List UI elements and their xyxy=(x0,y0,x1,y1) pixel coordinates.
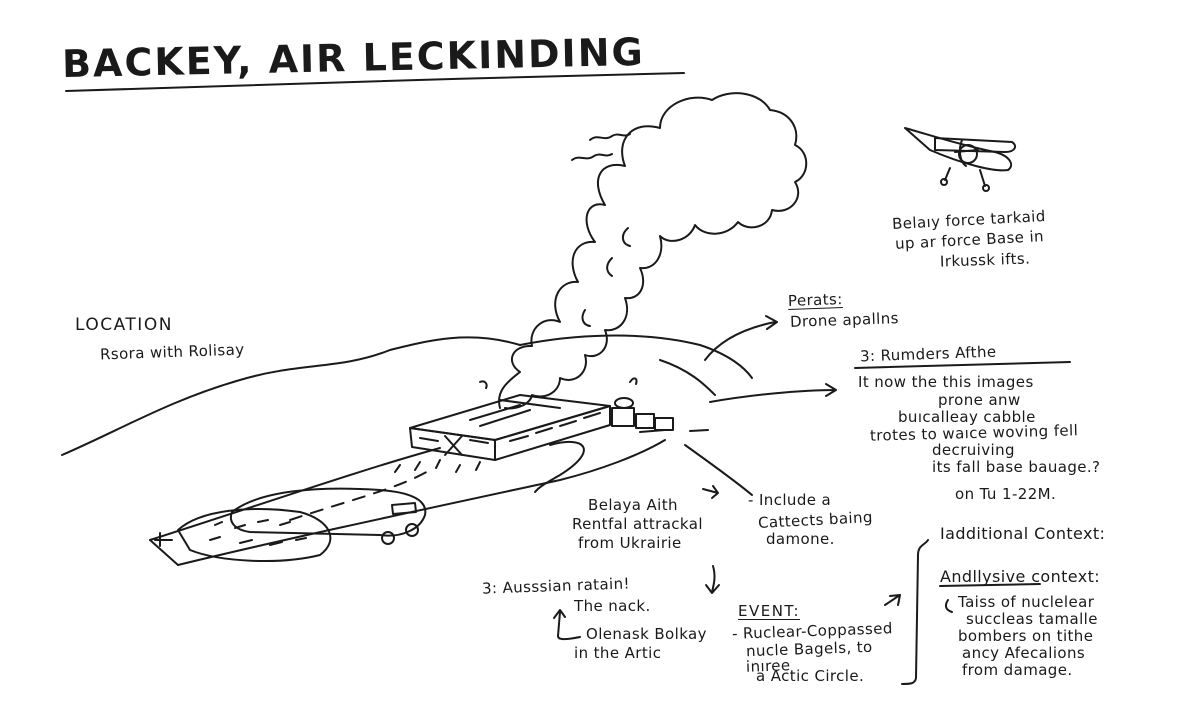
hill-far-right xyxy=(659,359,716,396)
runway-end-edge xyxy=(149,539,179,566)
arrow-down xyxy=(705,565,720,594)
include-line-3: damone. xyxy=(766,530,835,548)
aircraft-wheel-1 xyxy=(381,531,395,545)
aircraft-wreck-marks xyxy=(209,519,307,546)
debris-marks xyxy=(479,377,638,389)
additional-line-4: ancy Afecalions xyxy=(962,644,1086,662)
rumders-line-1: It now the this images xyxy=(858,373,1034,391)
plane-nose xyxy=(958,144,978,164)
hook-additional xyxy=(944,599,953,613)
hangar-front-detail xyxy=(419,435,489,456)
rumders-line-3: buıcalleay cabble xyxy=(898,408,1036,426)
plane-wheel-1 xyxy=(940,178,948,186)
title-underline xyxy=(65,72,685,92)
curve-belaya xyxy=(534,440,585,493)
additional-line-5: from damage. xyxy=(962,661,1073,679)
truck-2 xyxy=(635,413,655,429)
additional-line-3: bombers on tithe xyxy=(958,627,1094,645)
hangar-roof-hatch xyxy=(469,399,561,427)
runway-marks xyxy=(394,459,481,473)
belaya-line-3: from Ukrairie xyxy=(578,534,682,552)
russian-line-3: in the Artic xyxy=(574,644,662,662)
event-line-4: a Actic Circle. xyxy=(756,667,865,685)
additional-line-2: succleas tamalle xyxy=(966,610,1098,628)
runway-bottom-edge xyxy=(177,439,666,566)
plane-fuselage xyxy=(904,127,1013,172)
aircraft-cockpit xyxy=(391,502,417,515)
arrow-to-rumders xyxy=(709,383,837,403)
truck-1 xyxy=(611,407,635,427)
belaya-line-2: Rentfal attrackal xyxy=(572,515,703,533)
vehicle-3 xyxy=(654,417,674,431)
plane-wheel-2 xyxy=(982,184,990,192)
bracket-additional xyxy=(901,539,929,685)
tank xyxy=(614,397,634,409)
additional-subheading: Andllysive context: xyxy=(940,568,1100,585)
smoke-inner-1 xyxy=(581,227,631,327)
andllysive-underline xyxy=(939,583,1041,587)
aircraft-wing xyxy=(177,508,332,563)
rumders-line-6: its fall base bauage.? xyxy=(932,458,1101,476)
russian-line-2: Olenask Bolkay xyxy=(586,625,707,643)
arrow-belaya xyxy=(702,485,719,499)
runway-top-edge xyxy=(149,447,441,541)
event-heading: EVENT: xyxy=(738,602,801,620)
belaya-line-1: Belaya Aith xyxy=(588,496,678,514)
line-include xyxy=(684,444,753,496)
context-word: context: xyxy=(1025,567,1101,586)
rumders-date: on Tu 1-22M. xyxy=(955,485,1057,503)
hill-right xyxy=(519,334,753,379)
hangar-side xyxy=(494,405,611,461)
plane-gear xyxy=(944,167,986,187)
smoke-plume xyxy=(498,92,808,410)
additional-heading: Iadditional Context: xyxy=(940,524,1106,543)
hook-russian xyxy=(553,609,581,641)
hill-left xyxy=(61,336,521,456)
ground-lines xyxy=(639,429,709,433)
aircraft-tail-mark xyxy=(154,532,173,547)
location-heading: LOCATION xyxy=(75,315,173,335)
parts-heading: Perats: xyxy=(787,290,843,310)
hangar-side-windows xyxy=(509,412,601,442)
birds xyxy=(571,133,631,161)
runway-center-dashes xyxy=(289,469,431,521)
arrow-to-parts xyxy=(704,315,778,361)
aircraft-wheel-2 xyxy=(405,523,419,537)
rumders-line-5: decruiving xyxy=(932,441,1015,459)
plane-caption-line-3: Irkussk ifts. xyxy=(939,249,1031,271)
russian-line-1: The nack. xyxy=(574,597,651,615)
plane-wing xyxy=(934,137,1017,153)
rumders-underline xyxy=(854,361,1071,369)
include-line-1: - Include a xyxy=(748,491,832,509)
additional-line-1: Taiss of nuclelear xyxy=(958,593,1095,611)
arrow-event xyxy=(884,594,901,606)
andllysive-word: Andllysive xyxy=(940,567,1026,586)
rumders-line-2: prone anw xyxy=(938,391,1021,409)
aircraft-fuselage xyxy=(230,487,427,537)
